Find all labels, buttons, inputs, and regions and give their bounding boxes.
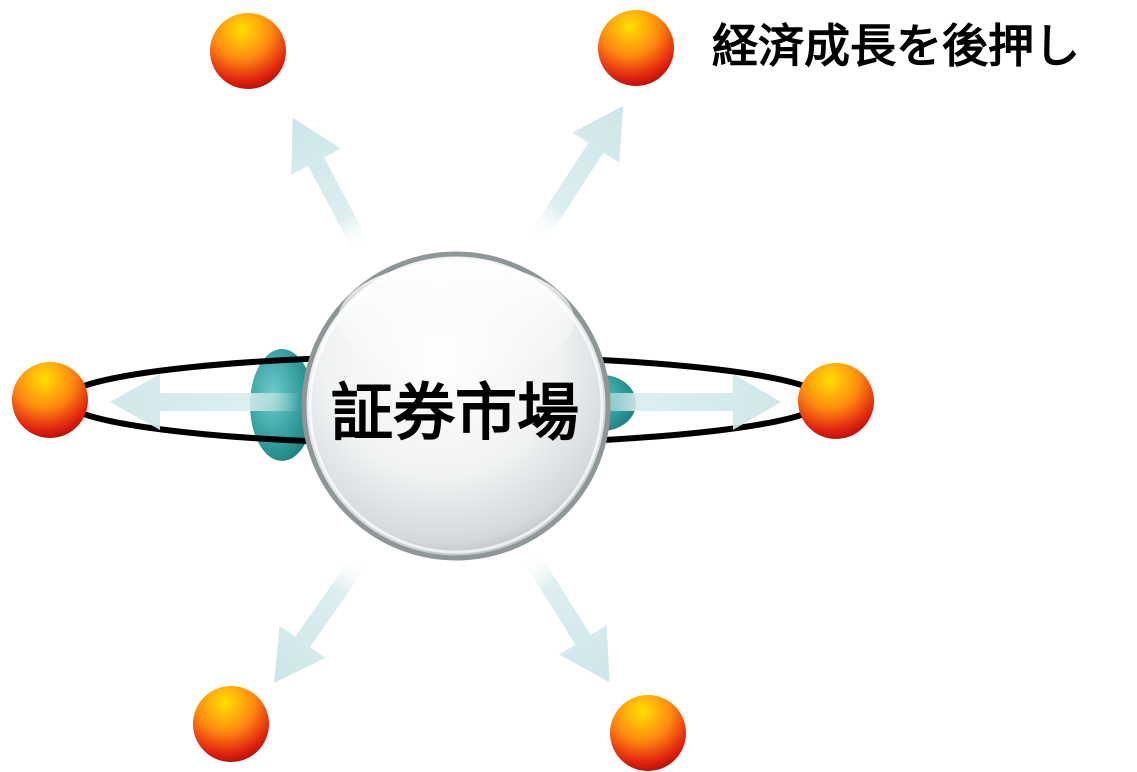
node-left [12,362,88,438]
node-top-right [598,10,674,86]
node-top-left [210,13,286,89]
node-right [798,363,874,439]
arrow-left [110,374,300,430]
arrow-bottom-left [273,554,368,683]
arrow-bottom-right [522,550,610,683]
node-bottom-right [610,695,686,771]
headline-text: 経済成長を後押し [712,19,1080,73]
center-label: 証券市場 [330,376,579,449]
node-bottom-left [193,686,269,762]
arrow-right [585,374,781,430]
arrow-top-right [528,105,624,245]
center-sphere [301,251,611,561]
arrow-top-left [291,117,371,255]
